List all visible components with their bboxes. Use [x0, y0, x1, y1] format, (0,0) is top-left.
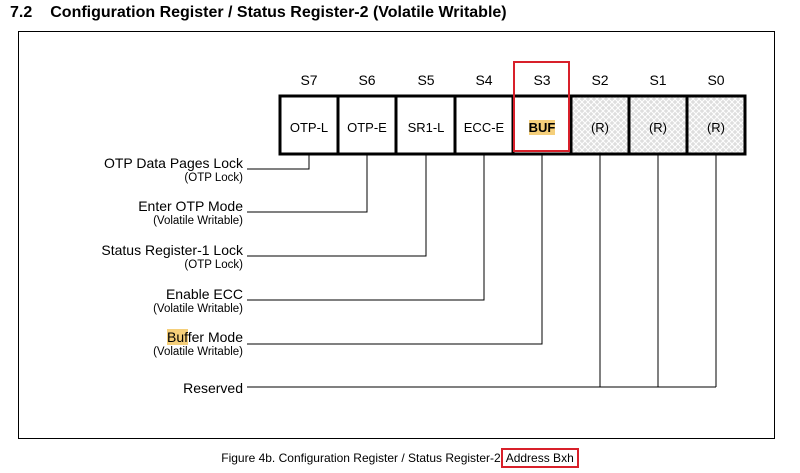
- bit-header-s0: S0: [707, 72, 725, 88]
- cell-s6: OTP-E: [347, 120, 387, 135]
- label-main: Enable ECC: [165, 286, 243, 302]
- s3-highlight-box: [513, 61, 570, 152]
- label-buffer-mode: Buffer Mode (Volatile Writable): [153, 329, 243, 359]
- cell-s0: (R): [706, 120, 726, 135]
- label-main: Enter OTP Mode: [138, 198, 243, 214]
- label-enable-ecc: Enable ECC (Volatile Writable): [153, 287, 243, 316]
- bit-header-s4: S4: [475, 72, 493, 88]
- label-main: Reserved: [183, 380, 243, 396]
- cell-s2-fill: [571, 96, 629, 154]
- figure-frame: [18, 31, 775, 439]
- leader-s4: [247, 154, 485, 301]
- label-main: Status Register-1 Lock: [101, 242, 243, 258]
- bit-header-s5: S5: [417, 72, 435, 88]
- figure-caption: Figure 4b. Configuration Register / Stat…: [0, 448, 800, 468]
- leader-s5: [247, 154, 427, 257]
- bit-header-s1: S1: [649, 72, 667, 88]
- section-number: 7.2: [10, 4, 33, 21]
- label-sub: (OTP Lock): [184, 172, 243, 184]
- cell-s3-value: BUF: [528, 120, 556, 135]
- label-otp-data-pages-lock: OTP Data Pages Lock (OTP Lock): [104, 156, 243, 185]
- caption-text: Figure 4b. Configuration Register / Stat…: [221, 451, 501, 465]
- label-sub: (OTP Lock): [184, 259, 243, 271]
- cell-s5: SR1-L: [407, 120, 445, 135]
- cell-s0-fill: [687, 96, 745, 154]
- section-title: Configuration Register / Status Register…: [50, 4, 507, 21]
- label-main: Buffer Mode: [153, 329, 243, 345]
- label-sub: (Volatile Writable): [153, 215, 243, 227]
- label-reserved: Reserved: [183, 381, 243, 395]
- leader-s7: [247, 154, 310, 170]
- label-sub: (Volatile Writable): [153, 346, 243, 358]
- bit-header-s3: S3: [533, 72, 551, 88]
- label-sub: (Volatile Writable): [153, 303, 243, 315]
- bit-header-s2: S2: [591, 72, 609, 88]
- label-main-rest: fer Mode: [187, 329, 243, 345]
- label-status-register-1-lock: Status Register-1 Lock (OTP Lock): [101, 243, 243, 272]
- leader-s3: [247, 154, 543, 345]
- cell-s4: ECC-E: [463, 120, 505, 135]
- bit-header-s7: S7: [300, 72, 318, 88]
- cell-s1: (R): [648, 120, 668, 135]
- cell-s3: BUF: [513, 120, 571, 135]
- caption-address-box: Address Bxh: [500, 448, 579, 468]
- bit-header-s6: S6: [358, 72, 376, 88]
- cell-s7: OTP-L: [289, 120, 329, 135]
- cell-s1-fill: [629, 96, 687, 154]
- cell-s2: (R): [590, 120, 610, 135]
- label-highlight: Buf: [166, 329, 188, 345]
- leader-s6: [247, 154, 368, 213]
- section-heading: 7.2 Configuration Register / Status Regis…: [10, 4, 507, 22]
- label-enter-otp-mode: Enter OTP Mode (Volatile Writable): [138, 199, 243, 228]
- label-main: OTP Data Pages Lock: [103, 155, 243, 171]
